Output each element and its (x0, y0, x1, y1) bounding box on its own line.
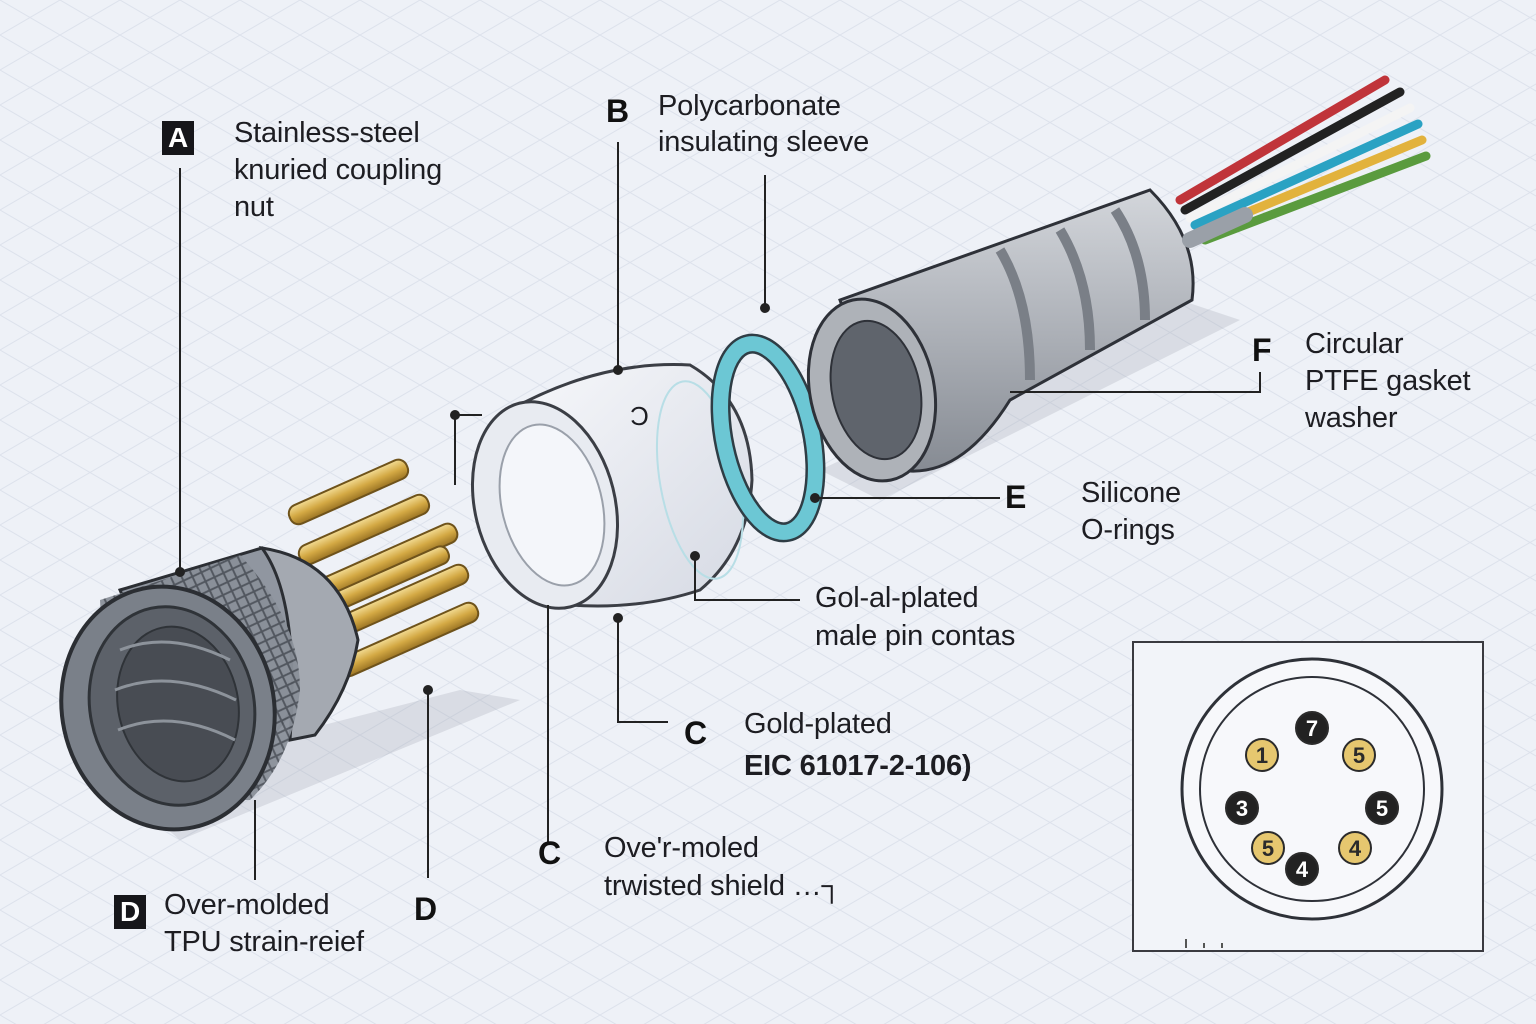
label-a-tag: A (162, 121, 195, 155)
pin-5: 5 (1365, 791, 1399, 825)
label-b-tag: B (606, 93, 630, 129)
pin-number: 4 (1296, 857, 1309, 882)
label-f-tag: F (1252, 332, 1272, 368)
pin-number: 7 (1306, 716, 1318, 741)
label-e-line-1: Silicone (1081, 477, 1181, 509)
label-d2-tag: D (414, 891, 438, 927)
pin-number: 5 (1376, 796, 1388, 821)
label-f-line-3: washer (1305, 402, 1398, 434)
label-c1-line-1: Gold-plated (744, 708, 892, 740)
label-c2-tag: C (538, 835, 562, 871)
pin-number: 5 (1262, 836, 1274, 861)
label-d1-tag: D (114, 895, 147, 929)
pin-4: 3 (1225, 791, 1259, 825)
label-d1-line-1: Over-molded (164, 889, 330, 921)
pin-8: 4 (1285, 852, 1319, 886)
pin-number: 5 (1353, 743, 1365, 768)
silicone-o-ring (710, 333, 826, 543)
pin-6: 5 (1251, 831, 1285, 865)
pin-7: 4 (1338, 831, 1372, 865)
label-gold-male-line-2: male pin contas (815, 620, 1016, 652)
label-c2-line-1: Ove'r-moled (604, 832, 759, 864)
label-c1-line-2: EIC 61017-2-106) (744, 750, 972, 782)
label-d1-line-2: TPU strain-reief (164, 926, 364, 958)
label-e-line-2: O-rings (1081, 514, 1175, 546)
pin-3: 5 (1342, 738, 1376, 772)
label-f-line-1: Circular (1305, 328, 1404, 360)
sleeve-mark: Ɔ (630, 401, 649, 431)
leader-lines (175, 142, 1261, 880)
label-c1-tag: C (684, 715, 708, 751)
label-a-line-2: knuried coupling (234, 154, 442, 186)
pin-number: 3 (1236, 796, 1248, 821)
label-a-line-1: Stainless-steel (234, 117, 420, 149)
insulating-sleeve (470, 363, 754, 610)
label-a-line-3: nut (234, 191, 274, 223)
pin-number: 4 (1349, 836, 1362, 861)
label-e-tag: E (1005, 479, 1027, 515)
cable-wires (1175, 75, 1431, 248)
gold-pin-contacts (287, 458, 480, 678)
label-b-line-2: insulating sleeve (658, 126, 870, 158)
label-f-line-2: PTFE gasket (1305, 365, 1471, 397)
pin-2: 1 (1245, 738, 1279, 772)
label-c2-line-2: trwisted shield …┐ (604, 870, 842, 902)
label-b-line-1: Polycarbonate (658, 90, 841, 122)
pin-1: 7 (1295, 711, 1329, 745)
pin-number: 1 (1256, 743, 1268, 768)
coupling-nut (59, 545, 360, 832)
strain-relief-boot (806, 188, 1195, 483)
label-gold-male-line-1: Gol-al-plated (815, 582, 979, 614)
